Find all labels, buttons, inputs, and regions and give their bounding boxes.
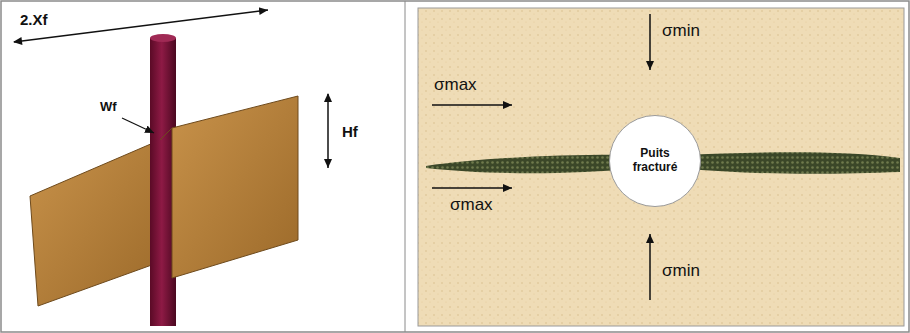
dimension-label: Hf — [342, 124, 358, 141]
dimension-label: 2.Xf — [20, 12, 48, 29]
stress-label: σmax — [434, 76, 477, 95]
dimension-label: Wf — [100, 100, 117, 114]
wellbore-circle: Puits fracturé — [609, 115, 701, 207]
node-text: Puits fracturé — [622, 147, 688, 175]
stress-label: σmin — [662, 22, 700, 41]
stress-label: σmax — [450, 196, 493, 215]
stress-label: σmin — [662, 262, 700, 281]
